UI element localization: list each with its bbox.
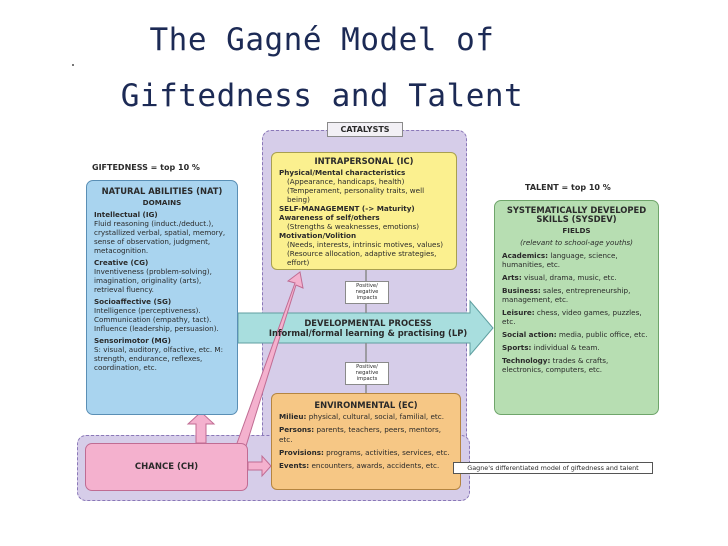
intrapersonal-line: (Needs, interests, intrinsic motives, va… xyxy=(287,240,444,249)
giftedness-label: GIFTEDNESS = top 10 % xyxy=(92,163,200,172)
intrapersonal-title: INTRAPERSONAL (IC) xyxy=(314,156,414,166)
impacts-note-bottom: Positive/ negative impacts xyxy=(345,362,389,385)
skills-line-head: Business: xyxy=(502,286,541,295)
skills-title: SYSTEMATICALLY DEVELOPED SKILLS (SYSDEV) xyxy=(506,205,647,224)
title-line-1: The Gagné Model of xyxy=(149,22,495,58)
skills-line: Technology: trades & crafts, electronics… xyxy=(502,356,651,374)
intrapersonal-line: Motivation/Volition xyxy=(279,231,357,240)
developmental-process-label: DEVELOPMENTAL PROCESS Informal/formal le… xyxy=(258,318,478,338)
intrapersonal-line: SELF-MANAGEMENT (-> Maturity) xyxy=(279,204,415,213)
developmental-title: DEVELOPMENTAL PROCESS xyxy=(304,318,432,328)
intrapersonal-line: (Strengths & weaknesses, emotions) xyxy=(287,222,420,231)
skills-line: Business: sales, entrepreneurship, manag… xyxy=(502,286,651,304)
intrapersonal-line: (Appearance, handicaps, health) xyxy=(287,177,405,186)
nat-section-intellectual: Intellectual (IG) Fluid reasoning (induc… xyxy=(94,210,230,255)
nat-section-head: Socioaffective (SG) xyxy=(94,297,172,306)
nat-section-head: Creative (CG) xyxy=(94,258,149,267)
intrapersonal-line: (Temperament, personality traits, well b… xyxy=(287,186,425,204)
environmental-line-head: Events: xyxy=(279,461,310,470)
environmental-line: Persons: parents, teachers, peers, mento… xyxy=(279,425,453,445)
developmental-subtitle: Informal/formal learning & practising (L… xyxy=(268,328,468,338)
domains-label: DOMAINS xyxy=(142,198,182,207)
skills-line-body: trades & crafts, electronics, computers,… xyxy=(502,356,609,374)
environmental-line-body: programs, activities, services, etc. xyxy=(323,448,450,457)
environmental-line-body: parents, teachers, peers, mentors, etc. xyxy=(279,425,442,444)
skills-line-body: visual, drama, music, etc. xyxy=(521,273,617,282)
skills-lines: Academics: language, science, humanities… xyxy=(502,251,651,374)
fields-label: FIELDS xyxy=(562,226,591,235)
skills-line-head: Sports: xyxy=(502,343,532,352)
chance-box: CHANCE (CH) xyxy=(85,443,248,491)
skills-line: Sports: individual & team. xyxy=(502,343,651,352)
skills-line-body: individual & team. xyxy=(531,343,600,352)
chance-arrow-to-env xyxy=(247,454,272,478)
nat-section-sensorimotor: Sensorimotor (MG) S: visual, auditory, o… xyxy=(94,336,230,372)
chance-arrow-to-nat xyxy=(186,411,216,444)
skills-line: Arts: visual, drama, music, etc. xyxy=(502,273,651,282)
skills-line-body: language, science, humanities, etc. xyxy=(502,251,618,269)
skills-box: SYSTEMATICALLY DEVELOPED SKILLS (SYSDEV)… xyxy=(494,200,659,415)
nat-section-creative: Creative (CG) Inventiveness (problem-sol… xyxy=(94,258,230,294)
skills-line-body: sales, entrepreneurship, management, etc… xyxy=(502,286,631,304)
nat-section-socioaffective: Socioaffective (SG) Intelligence (percep… xyxy=(94,297,230,333)
skills-line-head: Arts: xyxy=(502,273,522,282)
skills-line: Leisure: chess, video games, puzzles, et… xyxy=(502,308,651,326)
nat-section-head: Sensorimotor (MG) xyxy=(94,336,171,345)
skills-line: Academics: language, science, humanities… xyxy=(502,251,651,269)
talent-label: TALENT = top 10 % xyxy=(525,183,611,192)
natural-abilities-title: NATURAL ABILITIES (NAT) xyxy=(101,186,223,196)
chance-arrow-to-intra xyxy=(233,271,304,453)
intrapersonal-lines: Physical/Mental characteristics(Appearan… xyxy=(279,168,449,267)
environmental-line: Milieu: physical, cultural, social, fami… xyxy=(279,412,453,422)
intrapersonal-line: Awareness of self/others xyxy=(279,213,380,222)
skills-line-head: Technology: xyxy=(502,356,551,365)
environmental-lines: Milieu: physical, cultural, social, fami… xyxy=(279,412,453,471)
skills-line-head: Academics: xyxy=(502,251,549,260)
nat-section-body: Fluid reasoning (induct./deduct.), cryst… xyxy=(94,219,226,255)
environmental-line-head: Persons: xyxy=(279,425,315,434)
nat-section-body: S: visual, auditory, olfactive, etc. M: … xyxy=(94,345,224,372)
environmental-line-head: Provisions: xyxy=(279,448,324,457)
catalysts-label: CATALYSTS xyxy=(327,122,403,137)
environmental-line: Events: encounters, awards, accidents, e… xyxy=(279,461,453,471)
environmental-line-body: encounters, awards, accidents, etc. xyxy=(309,461,440,470)
stray-dot xyxy=(72,64,74,66)
natural-abilities-box: NATURAL ABILITIES (NAT) DOMAINS Intellec… xyxy=(86,180,238,415)
intrapersonal-line: Physical/Mental characteristics xyxy=(279,168,406,177)
nat-section-body: Inventiveness (problem-solving), imagina… xyxy=(94,267,212,294)
skills-line: Social action: media, public office, etc… xyxy=(502,330,651,339)
intrapersonal-line: (Resource allocation, adaptive strategie… xyxy=(287,249,437,267)
figure-caption: Gagne's differentiated model of giftedne… xyxy=(453,462,653,474)
fields-note: (relevant to school-age youths) xyxy=(520,238,633,247)
skills-line-body: media, public office, etc. xyxy=(556,330,648,339)
environmental-line: Provisions: programs, activities, servic… xyxy=(279,448,453,458)
environmental-box: ENVIRONMENTAL (EC) Milieu: physical, cul… xyxy=(271,393,461,490)
environmental-line-head: Milieu: xyxy=(279,412,307,421)
intrapersonal-box: INTRAPERSONAL (IC) Physical/Mental chara… xyxy=(271,152,457,270)
skills-line-head: Leisure: xyxy=(502,308,535,317)
title-line-2: Giftedness and Talent xyxy=(120,78,524,114)
skills-line-body: chess, video games, puzzles, etc. xyxy=(502,308,642,326)
environmental-title: ENVIRONMENTAL (EC) xyxy=(314,400,418,410)
skills-line-head: Social action: xyxy=(502,330,557,339)
nat-section-head: Intellectual (IG) xyxy=(94,210,158,219)
nat-section-body: Intelligence (perceptiveness). Communica… xyxy=(94,306,219,333)
impacts-note-top: Positive/ negative impacts xyxy=(345,281,389,304)
environmental-line-body: physical, cultural, social, familial, et… xyxy=(306,412,444,421)
